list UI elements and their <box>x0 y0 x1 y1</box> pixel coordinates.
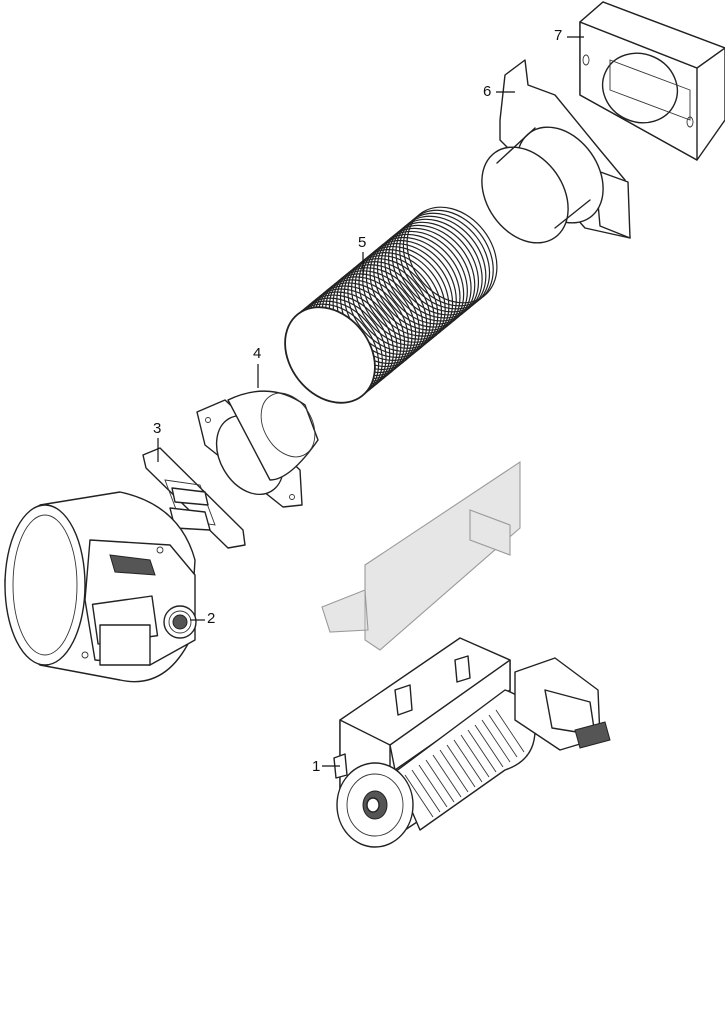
callout-1: 1 <box>312 758 321 775</box>
part-6-adapter-bracket <box>481 59 631 244</box>
part-7-rectangular-duct-box <box>579 1 725 161</box>
part-4-flange-collar <box>196 390 319 508</box>
translucent-panel <box>321 460 521 651</box>
callout-3: 3 <box>153 420 162 437</box>
part-5-flexible-hose <box>284 206 498 404</box>
callout-5: 5 <box>358 234 367 251</box>
part-2-motor-housing <box>4 491 197 683</box>
part-3-gasket-plate <box>142 447 246 549</box>
callout-2: 2 <box>207 610 216 627</box>
callout-6: 6 <box>483 83 492 100</box>
callout-leaders <box>157 36 584 767</box>
callout-7: 7 <box>554 27 563 44</box>
callout-4: 4 <box>253 345 262 362</box>
part-1-tangential-blower <box>333 637 611 848</box>
